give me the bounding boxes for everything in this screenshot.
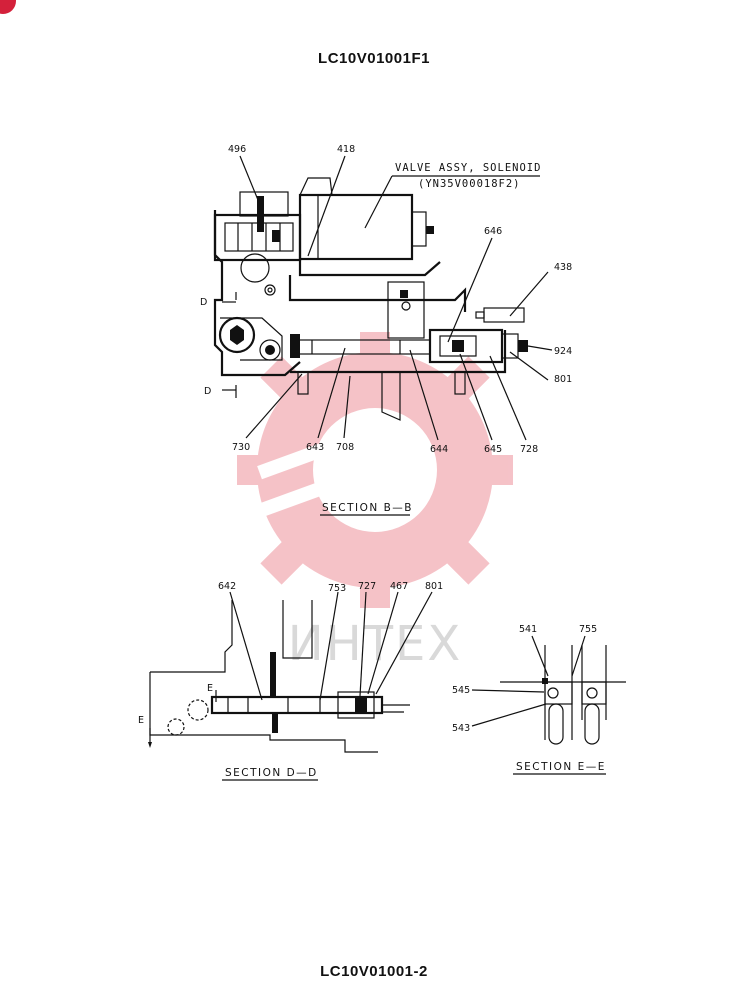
- callout-467: 467: [390, 581, 408, 592]
- callout-801: 801: [554, 374, 572, 385]
- callout-728: 728: [520, 444, 538, 455]
- callout-642: 642: [218, 581, 236, 592]
- section-ee-drawing: [500, 645, 626, 745]
- callout-643: 643: [306, 442, 324, 453]
- section-ee-leaders: [471, 635, 586, 727]
- solenoid-note-line2: (YN35V00018F2): [418, 178, 521, 190]
- callout-496: 496: [228, 144, 246, 155]
- section-dd-e-marker-outer: E: [138, 715, 144, 726]
- drawing-code-footer: LC10V01001-2: [320, 963, 428, 980]
- section-bb-title: SECTION B—B: [322, 502, 413, 514]
- section-dd-callouts: 642 753 727 467 801: [218, 581, 443, 594]
- callout-753: 753: [328, 583, 346, 594]
- callout-541: 541: [519, 624, 537, 635]
- watermark-text: ИНТЕХ: [288, 616, 463, 672]
- section-bb-d-marker-bottom: D: [204, 386, 211, 397]
- section-bb-drawing: D D: [200, 177, 528, 421]
- solenoid-note-line1: VALVE ASSY, SOLENOID: [395, 162, 541, 174]
- watermark-gear-logo: [237, 332, 513, 608]
- section-ee-callouts: 541 755 545 543: [452, 624, 597, 734]
- callout-708: 708: [336, 442, 354, 453]
- callout-545: 545: [452, 685, 470, 696]
- section-dd-title: SECTION D—D: [225, 767, 318, 779]
- callout-801-dd: 801: [425, 581, 443, 592]
- callout-543: 543: [452, 723, 470, 734]
- section-bb-d-marker-top: D: [200, 297, 207, 308]
- section-bb-leaders: [239, 155, 553, 441]
- section-ee-title: SECTION E—E: [516, 761, 606, 773]
- callout-438: 438: [554, 262, 572, 273]
- callout-644: 644: [430, 444, 448, 455]
- callout-646: 646: [484, 226, 502, 237]
- section-dd-drawing: E E: [138, 600, 410, 753]
- callout-645: 645: [484, 444, 502, 455]
- callout-418: 418: [337, 144, 355, 155]
- section-bb-callouts: 496 418 646 438 924 801 730 643 708 644 …: [228, 144, 572, 455]
- section-dd-e-marker-inner: E: [207, 683, 213, 694]
- callout-727: 727: [358, 581, 376, 592]
- callout-924: 924: [554, 346, 572, 357]
- callout-730: 730: [232, 442, 250, 453]
- section-dd-leaders: [229, 591, 433, 701]
- callout-755: 755: [579, 624, 597, 635]
- drawing-code-header: LC10V01001F1: [318, 50, 430, 67]
